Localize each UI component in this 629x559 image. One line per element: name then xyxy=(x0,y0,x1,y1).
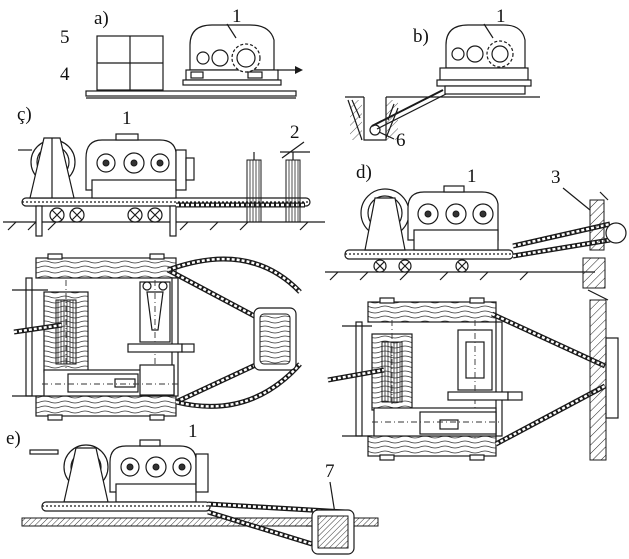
gearbox-d xyxy=(407,185,499,251)
label-e: e) xyxy=(6,428,21,449)
scheme-b: b) 1 6 xyxy=(345,6,540,151)
plan-view-left xyxy=(12,253,302,421)
callout-1-d: 1 xyxy=(467,166,477,187)
wall-plan xyxy=(589,299,607,461)
scheme-d: d) 1 3 xyxy=(325,162,627,289)
callout-7: 7 xyxy=(325,461,335,482)
label-c: ç) xyxy=(17,104,32,125)
wall-d xyxy=(589,199,605,251)
callout-5: 5 xyxy=(60,27,70,48)
ground-beam-a xyxy=(85,90,297,97)
callout-6: 6 xyxy=(396,130,406,151)
scheme-c: ç) 1 2 xyxy=(3,104,325,237)
scheme-e: e) 1 7 xyxy=(6,421,379,555)
label-d: d) xyxy=(356,162,372,183)
gearbox-c xyxy=(85,133,195,199)
wheels-c xyxy=(49,207,163,223)
callout-1-b: 1 xyxy=(496,6,506,27)
label-a: a) xyxy=(94,8,109,29)
scheme-a: a) 5 4 1 xyxy=(60,6,303,99)
winch-a xyxy=(182,23,282,86)
callout-1-c: 1 xyxy=(122,108,132,129)
gearbox-e xyxy=(109,439,209,503)
callout-3: 3 xyxy=(551,167,561,188)
callout-4: 4 xyxy=(60,64,70,85)
rope-b xyxy=(371,89,444,127)
piles-c xyxy=(246,141,310,223)
callout-1-a: 1 xyxy=(232,6,242,27)
winch-b xyxy=(436,23,532,95)
anchor-pulley xyxy=(369,124,381,136)
plan-view-right xyxy=(327,289,619,461)
label-b: b) xyxy=(413,26,429,47)
callout-1-e: 1 xyxy=(188,421,198,442)
callout-2: 2 xyxy=(290,122,300,143)
